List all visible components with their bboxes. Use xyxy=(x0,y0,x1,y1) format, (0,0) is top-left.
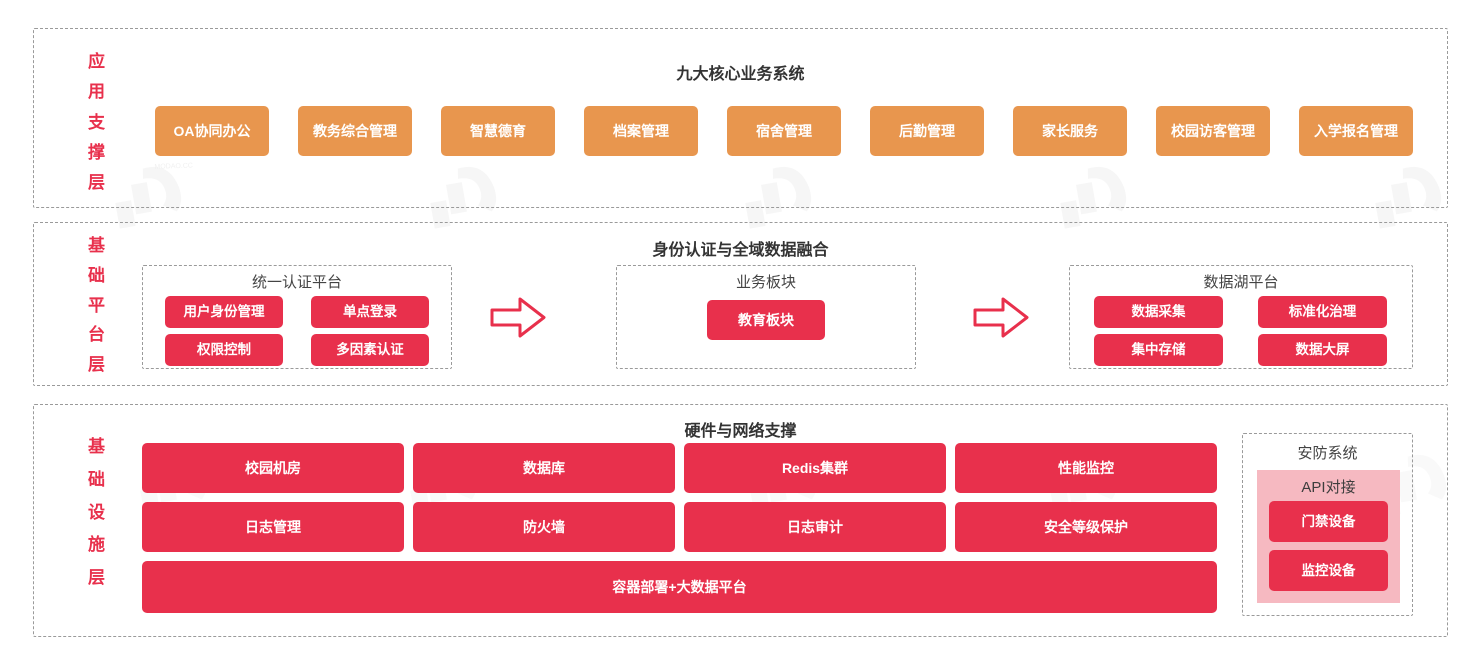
group-title-unified-auth-platform: 统一认证平台 xyxy=(251,274,342,291)
infra-chip-campus-datacenter[interactable]: 校园机房 xyxy=(142,443,404,493)
layer-application-support: 应 用 支 撑 层 九大核心业务系统 OA协同办公 教务综合管理 智慧德育 档案… xyxy=(33,28,1448,208)
layer-label-char: 础 xyxy=(88,469,106,489)
group-title-data-lake-platform: 数据湖平台 xyxy=(1203,274,1279,291)
auth-chip-permission[interactable]: 权限控制 xyxy=(165,334,283,366)
layer-label-char: 层 xyxy=(88,568,106,587)
arrow-right-icon xyxy=(972,295,1030,345)
layer-label-char: 用 xyxy=(88,82,106,102)
system-chip-dormitory[interactable]: 宿舍管理 xyxy=(727,106,841,156)
datalake-chip-storage[interactable]: 集中存储 xyxy=(1094,334,1223,366)
group-title-security-system: 安防系统 xyxy=(1297,445,1358,462)
system-chip-visitor[interactable]: 校园访客管理 xyxy=(1156,106,1270,156)
infra-chip-container-bigdata[interactable]: 容器部署+大数据平台 xyxy=(142,561,1217,613)
datalake-chip-dashboard[interactable]: 数据大屏 xyxy=(1258,334,1387,366)
layer-label-char: 施 xyxy=(88,535,106,555)
infra-chip-database[interactable]: 数据库 xyxy=(413,443,675,493)
group-unified-auth-platform: 统一认证平台 用户身份管理 单点登录 权限控制 多因素认证 xyxy=(142,265,452,369)
datalake-chip-governance[interactable]: 标准化治理 xyxy=(1258,296,1387,328)
group-security-system: 安防系统 API对接 门禁设备 监控设备 xyxy=(1242,433,1413,616)
infra-chip-firewall[interactable]: 防火墙 xyxy=(413,502,675,552)
infra-chip-security-grade[interactable]: 安全等级保护 xyxy=(955,502,1217,552)
layer-label-char: 台 xyxy=(88,325,106,345)
system-chip-moral-edu[interactable]: 智慧德育 xyxy=(441,106,555,156)
layer-title-identity-data-fusion: 身份认证与全域数据融合 xyxy=(652,242,829,259)
system-chip-enrollment[interactable]: 入学报名管理 xyxy=(1299,106,1413,156)
api-integration-panel: API对接 门禁设备 监控设备 xyxy=(1257,470,1400,603)
infra-chip-log-audit[interactable]: 日志审计 xyxy=(684,502,946,552)
layer-title-hardware-network: 硬件与网络支撑 xyxy=(684,423,797,440)
system-chip-logistics[interactable]: 后勤管理 xyxy=(870,106,984,156)
auth-chip-user-identity[interactable]: 用户身份管理 xyxy=(165,296,283,328)
layer-label-char: 支 xyxy=(88,112,106,132)
layer-label-char: 应 xyxy=(88,52,106,71)
layer-label-char: 层 xyxy=(88,355,106,374)
group-business-sector: 业务板块 教育板块 xyxy=(616,265,916,369)
api-integration-title: API对接 xyxy=(1301,479,1356,496)
auth-chip-mfa[interactable]: 多因素认证 xyxy=(311,334,429,366)
layer-label-base-platform: 基 础 平 台 层 xyxy=(74,237,120,373)
infra-chip-log-management[interactable]: 日志管理 xyxy=(142,502,404,552)
layer-infrastructure: 基 础 设 施 层 硬件与网络支撑 校园机房 数据库 Redis集群 性能监控 … xyxy=(33,404,1448,637)
security-chip-access-control[interactable]: 门禁设备 xyxy=(1269,501,1388,542)
layer-label-infrastructure: 基 础 设 施 层 xyxy=(74,438,120,586)
layer-label-char: 础 xyxy=(88,265,106,285)
group-title-business-sector: 业务板块 xyxy=(735,274,796,291)
system-chip-parent-service[interactable]: 家长服务 xyxy=(1013,106,1127,156)
group-data-lake-platform: 数据湖平台 数据采集 标准化治理 集中存储 数据大屏 xyxy=(1069,265,1413,369)
layer-label-char: 基 xyxy=(88,437,106,456)
security-chip-surveillance[interactable]: 监控设备 xyxy=(1269,550,1388,591)
layer-label-char: 基 xyxy=(88,236,106,255)
datalake-chip-collection[interactable]: 数据采集 xyxy=(1094,296,1223,328)
system-chip-archives[interactable]: 档案管理 xyxy=(584,106,698,156)
system-chip-academic[interactable]: 教务综合管理 xyxy=(298,106,412,156)
infra-chip-redis-cluster[interactable]: Redis集群 xyxy=(684,443,946,493)
layer-label-char: 层 xyxy=(88,173,106,192)
arrow-right-icon xyxy=(489,295,547,345)
layer-label-char: 平 xyxy=(88,295,106,315)
business-chip-education[interactable]: 教育板块 xyxy=(707,300,825,340)
layer-label-application-support: 应 用 支 撑 层 xyxy=(74,53,120,191)
infra-chip-performance-monitor[interactable]: 性能监控 xyxy=(955,443,1217,493)
layer-label-char: 撑 xyxy=(88,142,106,162)
layer-label-char: 设 xyxy=(88,502,106,522)
layer-base-platform: 基 础 平 台 层 身份认证与全域数据融合 统一认证平台 用户身份管理 单点登录… xyxy=(33,222,1448,386)
layer-title-core-business-systems: 九大核心业务系统 xyxy=(676,66,805,83)
system-chip-oa[interactable]: OA协同办公 xyxy=(155,106,269,156)
auth-chip-sso[interactable]: 单点登录 xyxy=(311,296,429,328)
